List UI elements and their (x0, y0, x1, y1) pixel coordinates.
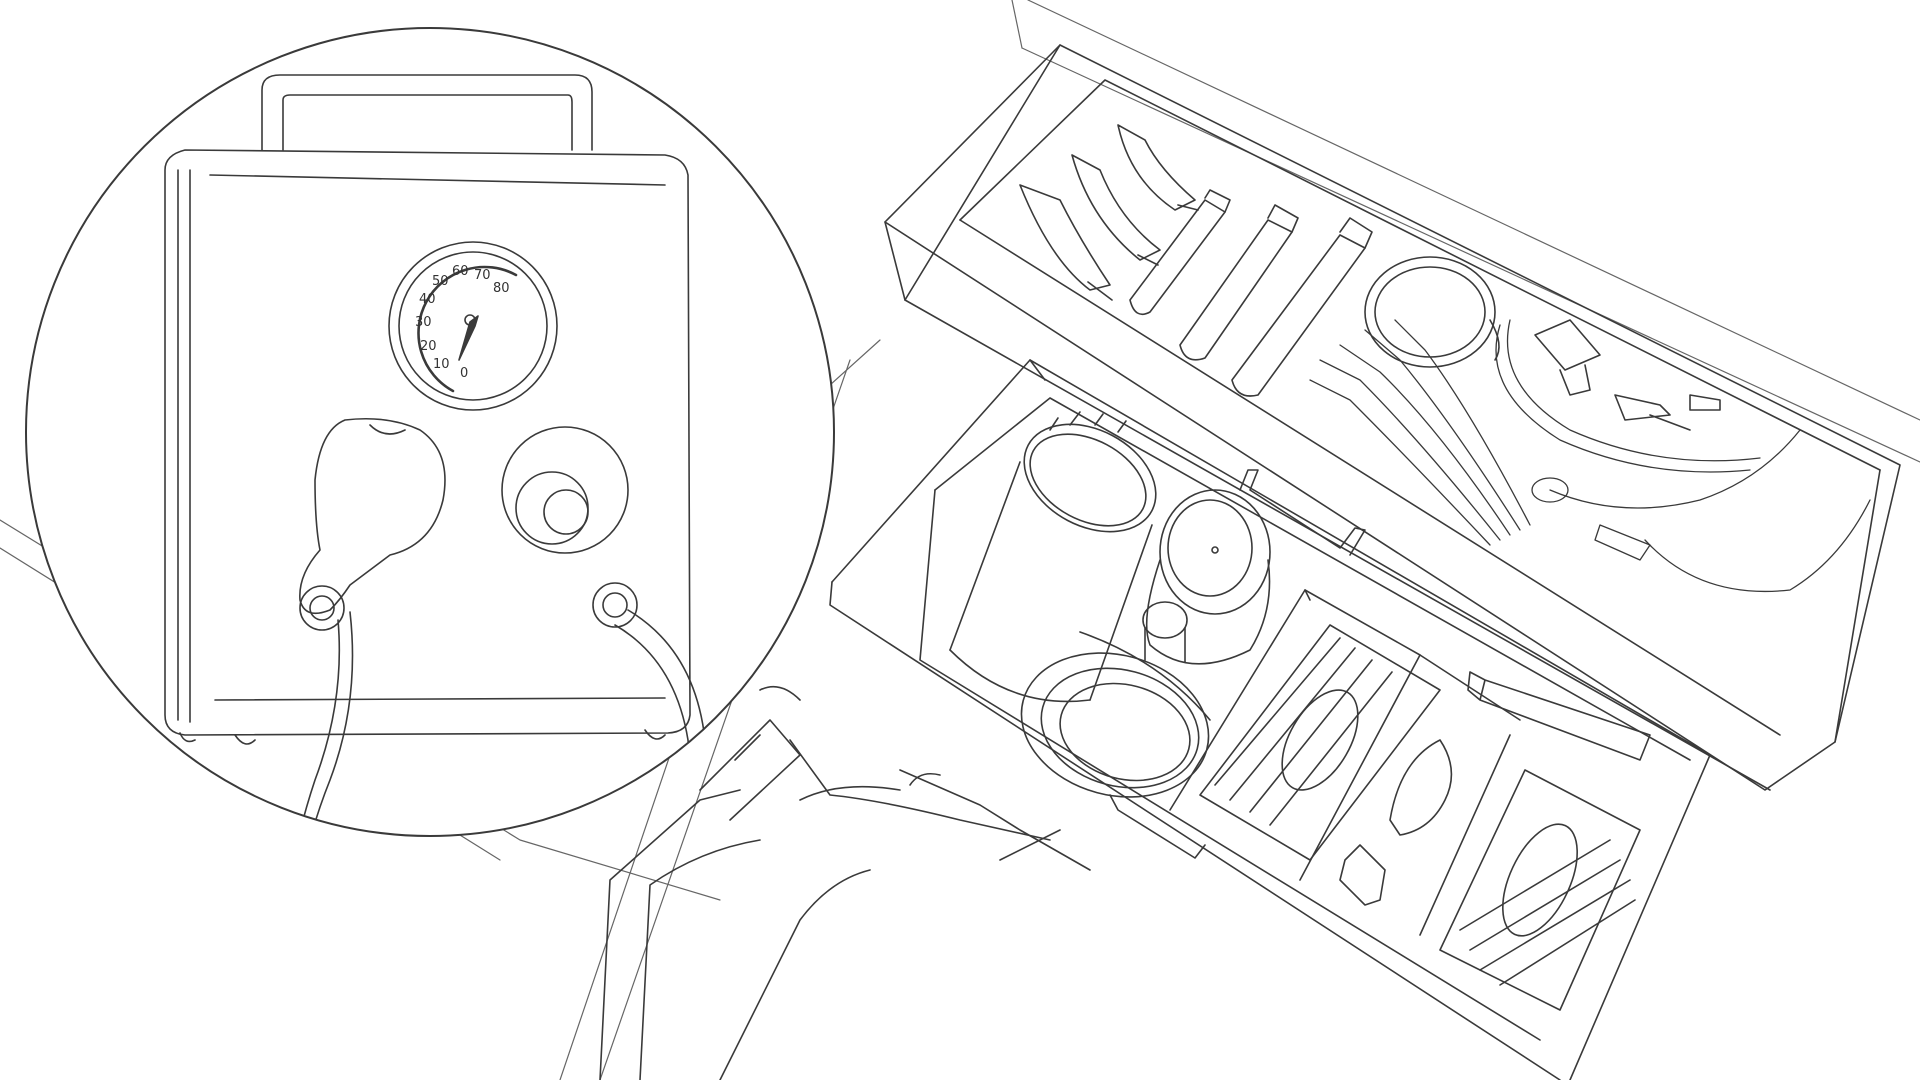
suction-unit-body (164, 149, 691, 745)
gauze-packs (1439, 769, 1641, 1011)
inlet-panel (299, 417, 446, 631)
gauge-label-30: 30 (415, 315, 432, 330)
gauge-label-40: 40 (419, 292, 436, 307)
gauge-label-70: 70 (474, 268, 491, 283)
gauge-scale: 0 10 20 30 40 50 60 70 80 (415, 264, 510, 381)
suction-bulb (1142, 489, 1271, 665)
gauge-needle (458, 315, 479, 361)
suction-unit-inset: 0 10 20 30 40 50 60 70 80 (25, 27, 835, 837)
foreground-case (599, 685, 1091, 1080)
laryngoscope-blades (1019, 124, 1199, 301)
vacuum-regulator-knob (501, 426, 629, 554)
coiled-airway (1364, 256, 1500, 368)
lower-drawer-handle (1109, 794, 1206, 859)
endotracheal-tubes (1309, 319, 1871, 593)
vacuum-gauge (388, 241, 558, 411)
gauge-label-60: 60 (452, 264, 469, 279)
gauge-label-10: 10 (433, 357, 450, 372)
gauge-label-20: 20 (420, 339, 437, 354)
carry-handle (261, 74, 593, 151)
outlet-port (592, 582, 638, 628)
airway-connectors (1534, 319, 1721, 431)
ointment-tube (1467, 671, 1651, 761)
gauge-label-0: 0 (460, 366, 468, 381)
gauge-label-50: 50 (432, 274, 449, 289)
gauge-label-80: 80 (493, 281, 510, 296)
laryngoscope-handles (1129, 189, 1373, 397)
wrapped-package (1199, 624, 1441, 861)
coiled-tubing (1020, 631, 1211, 798)
glove-item (1339, 739, 1453, 906)
upper-drawer-handle (1239, 469, 1366, 556)
suction-canister (949, 411, 1157, 703)
lower-drawer (829, 359, 1711, 1080)
upper-drawer (884, 44, 1901, 791)
